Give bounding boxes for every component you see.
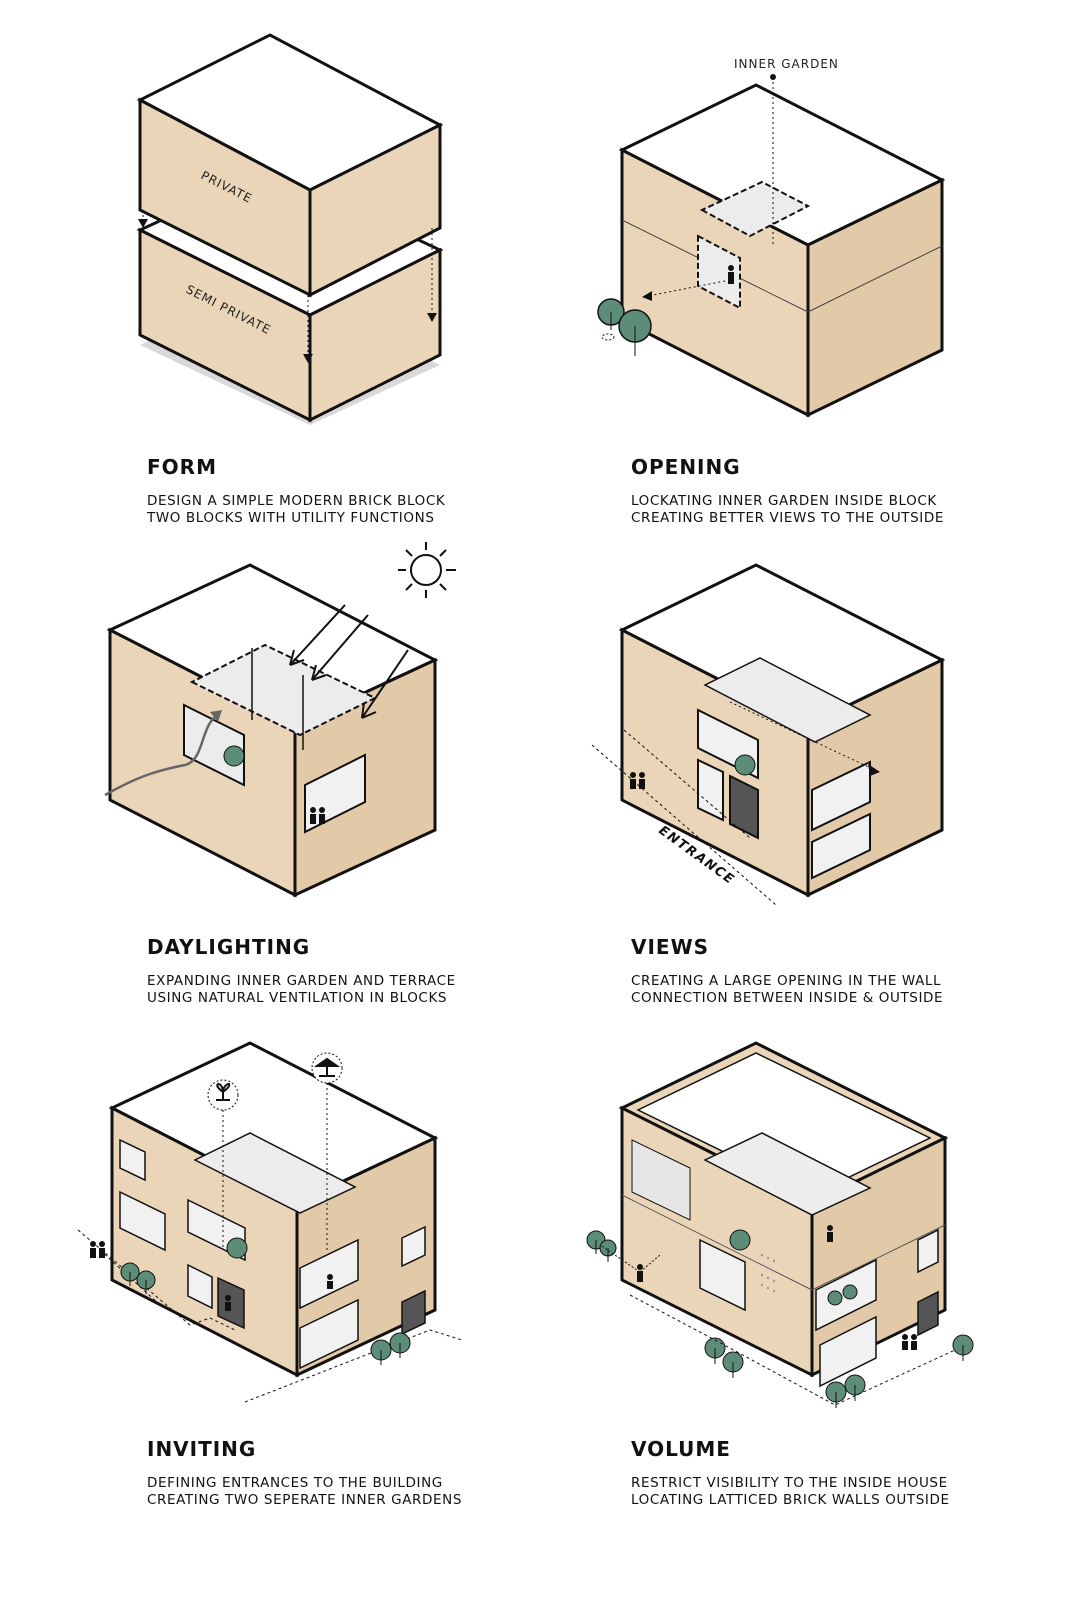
panel-desc-line2: USING NATURAL VENTILATION IN BLOCKS	[147, 990, 448, 1006]
panel-title: VOLUME	[631, 1437, 731, 1461]
panel-title: INVITING	[147, 1437, 257, 1461]
daylighting-diagram	[104, 542, 456, 898]
panel-desc-line2: TWO BLOCKS WITH UTILITY FUNCTIONS	[147, 510, 435, 526]
panel-desc-line2: CONNECTION BETWEEN INSIDE & OUTSIDE	[631, 990, 944, 1006]
panel-title: VIEWS	[631, 935, 710, 959]
panel-desc-line1: LOCKATING INNER GARDEN INSIDE BLOCK	[631, 493, 937, 509]
caption-daylighting: DAYLIGHTING EXPANDING INNER GARDEN AND T…	[147, 935, 456, 1007]
panel-desc-line1: DESIGN A SIMPLE MODERN BRICK BLOCK	[147, 493, 446, 509]
panel-daylighting: DAYLIGHTING EXPANDING INNER GARDEN AND T…	[0, 520, 540, 1053]
panel-title: OPENING	[631, 455, 741, 479]
opening-diagram: INNER GARDEN	[597, 57, 946, 418]
caption-views: VIEWS CREATING A LARGE OPENING IN THE WA…	[631, 935, 943, 1007]
panel-inviting: INVITING DEFINING ENTRANCES TO THE BUILD…	[0, 1040, 540, 1573]
panel-desc-line1: RESTRICT VISIBILITY TO THE INSIDE HOUSE	[631, 1475, 948, 1491]
panel-desc-line2: LOCATING LATTICED BRICK WALLS OUTSIDE	[631, 1492, 950, 1508]
caption-opening: OPENING LOCKATING INNER GARDEN INSIDE BL…	[631, 455, 944, 527]
panel-title: FORM	[147, 455, 217, 479]
panel-desc-line1: EXPANDING INNER GARDEN AND TERRACE	[147, 973, 456, 989]
label-inner-garden: INNER GARDEN	[734, 57, 839, 71]
volume-diagram	[586, 1041, 974, 1408]
panel-volume: VOLUME RESTRICT VISIBILITY TO THE INSIDE…	[540, 1040, 1080, 1573]
panel-form: PRIVATE SEMI PRIVATE FORM DESIGN A SIMPL…	[0, 0, 540, 533]
panel-desc-line1: DEFINING ENTRANCES TO THE BUILDING	[147, 1475, 443, 1491]
panel-title: DAYLIGHTING	[147, 935, 311, 959]
panel-opening: INNER GARDEN OPENING LOCKATING INNER GAR…	[540, 0, 1080, 533]
caption-inviting: INVITING DEFINING ENTRANCES TO THE BUILD…	[147, 1437, 462, 1509]
panel-views: ENTRANCE VIEWS CREATING A LARGE OPENING …	[540, 520, 1080, 1053]
views-diagram: ENTRANCE	[591, 563, 946, 906]
panel-desc-line2: CREATING TWO SEPERATE INNER GARDENS	[147, 1492, 463, 1508]
caption-volume: VOLUME RESTRICT VISIBILITY TO THE INSIDE…	[631, 1437, 950, 1509]
panel-desc-line1: CREATING A LARGE OPENING IN THE WALL	[631, 973, 942, 989]
caption-form: FORM DESIGN A SIMPLE MODERN BRICK BLOCK …	[147, 455, 445, 527]
inviting-diagram	[77, 1041, 463, 1403]
panel-desc-line2: CREATING BETTER VIEWS TO THE OUTSIDE	[631, 510, 945, 526]
form-diagram: PRIVATE SEMI PRIVATE	[136, 33, 444, 425]
